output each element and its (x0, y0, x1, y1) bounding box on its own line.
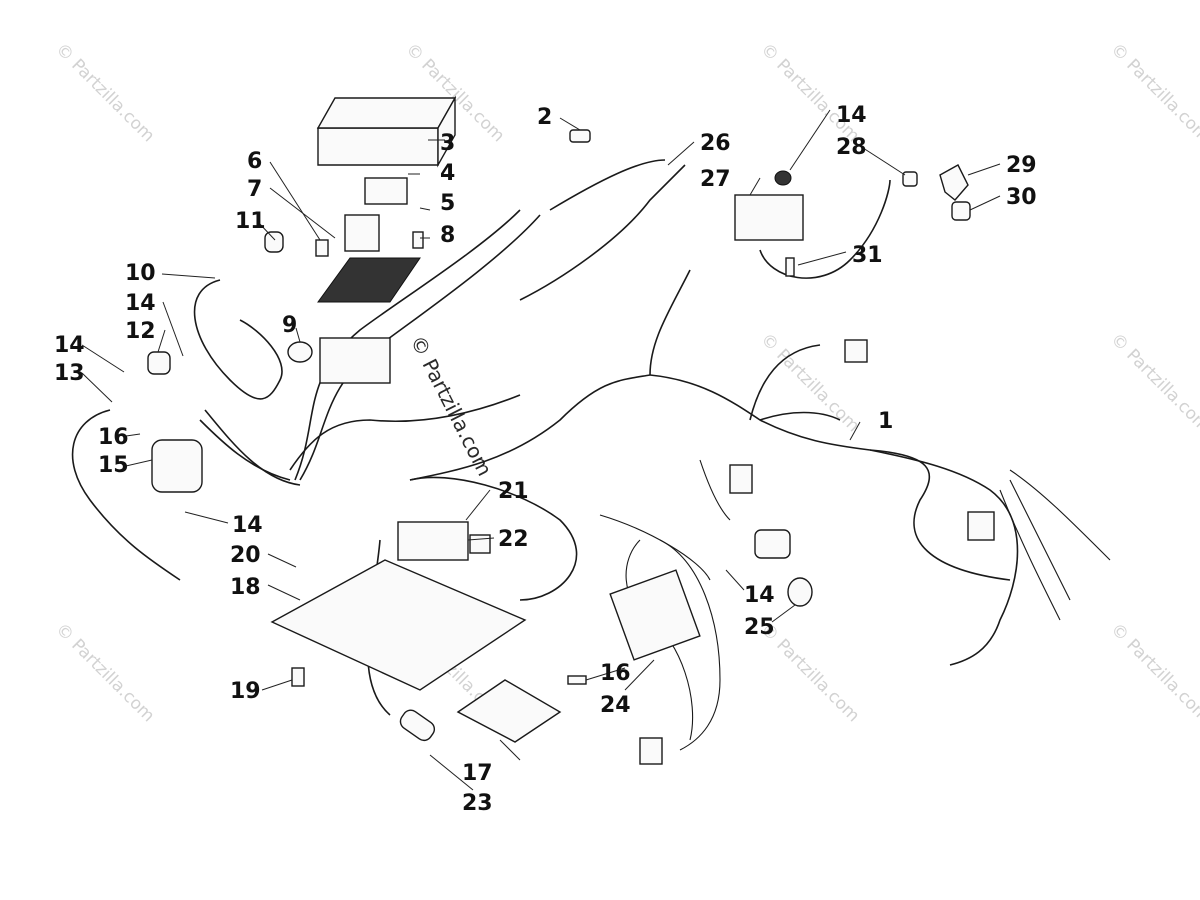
callout-31: 31 (852, 243, 883, 268)
watermark: © Partzilla.com (1106, 619, 1200, 726)
callout-12: 12 (125, 319, 156, 344)
callout-27: 27 (700, 167, 731, 192)
connector-part (639, 737, 663, 765)
callout-2: 2 (537, 105, 552, 130)
connector-part (729, 464, 753, 494)
boot-part-12 (147, 351, 171, 375)
callout-28: 28 (836, 135, 867, 160)
solenoid-part-15 (151, 439, 203, 493)
nut-part-14 (774, 170, 792, 186)
fuse-part-7 (315, 239, 329, 257)
callout-29: 29 (1006, 153, 1037, 178)
callout-10: 10 (125, 261, 156, 286)
callout-22: 22 (498, 527, 529, 552)
spark-boot-29 (939, 164, 969, 201)
harness-wires (71, 159, 1111, 751)
callout-3: 3 (440, 131, 455, 156)
callout-8: 8 (440, 223, 455, 248)
fuse-block-body (319, 337, 391, 384)
sensor-part-23 (399, 709, 436, 742)
callout-19: 19 (230, 679, 261, 704)
mounting-plate-18 (270, 559, 527, 691)
callout-13: 13 (54, 361, 85, 386)
decal-part-17 (456, 679, 562, 743)
fuse-part-5 (412, 231, 424, 249)
callout-7: 7 (247, 177, 262, 202)
watermark-center: © Partzilla.com (406, 331, 497, 479)
clamp-part-9 (287, 341, 313, 363)
fuse-box-cover (316, 95, 457, 168)
callout-6: 6 (247, 149, 262, 174)
callout-26: 26 (700, 131, 731, 156)
callout-18: 18 (230, 575, 261, 600)
callout-17: 17 (462, 761, 493, 786)
callout-4: 4 (440, 161, 455, 186)
switch-part (754, 529, 791, 559)
callout-23: 23 (462, 791, 493, 816)
callout-11: 11 (235, 209, 266, 234)
callout-1: 1 (878, 409, 893, 434)
callout-15: 15 (98, 453, 129, 478)
part-callouts: 1 2 3 4 5 6 7 8 9 10 11 12 13 14 15 16 1… (54, 103, 1037, 816)
rectifier-part-24 (609, 569, 701, 661)
callout-24: 24 (600, 693, 631, 718)
clamp-part-25 (787, 577, 813, 607)
callout-21: 21 (498, 479, 529, 504)
cdi-module-27 (734, 194, 804, 241)
relay-part-6 (344, 214, 380, 252)
connector-part-2 (569, 129, 591, 143)
boot-part-11 (264, 231, 284, 253)
connector-part (844, 339, 868, 363)
callout-25: 25 (744, 615, 775, 640)
watermark: © Partzilla.com (756, 39, 863, 146)
callout-14: 14 (744, 583, 775, 608)
leader-lines (81, 109, 1001, 791)
relay-part-21 (469, 534, 491, 554)
callout-30: 30 (1006, 185, 1037, 210)
cap-part-28 (902, 171, 918, 187)
connector-part (967, 511, 995, 541)
callout-14: 14 (125, 291, 156, 316)
watermark: © Partzilla.com (1106, 39, 1200, 146)
screw-part-16 (567, 675, 587, 685)
watermark: © Partzilla.com (51, 39, 158, 146)
callout-16: 16 (600, 661, 631, 686)
regulator-part-22 (397, 521, 469, 561)
relay-part-4 (364, 177, 408, 205)
callout-5: 5 (440, 191, 455, 216)
callout-14: 14 (54, 333, 85, 358)
callout-20: 20 (230, 543, 261, 568)
watermark: © Partzilla.com (1106, 329, 1200, 436)
fuse-panel-label-8 (317, 257, 421, 303)
callout-9: 9 (282, 313, 297, 338)
callout-16: 16 (98, 425, 129, 450)
watermark: © Partzilla.com (51, 619, 158, 726)
screw-part-31 (785, 257, 795, 277)
callout-14: 14 (836, 103, 867, 128)
bolt-part-19 (291, 667, 305, 687)
cap-part-30 (951, 201, 971, 221)
callout-14: 14 (232, 513, 263, 538)
